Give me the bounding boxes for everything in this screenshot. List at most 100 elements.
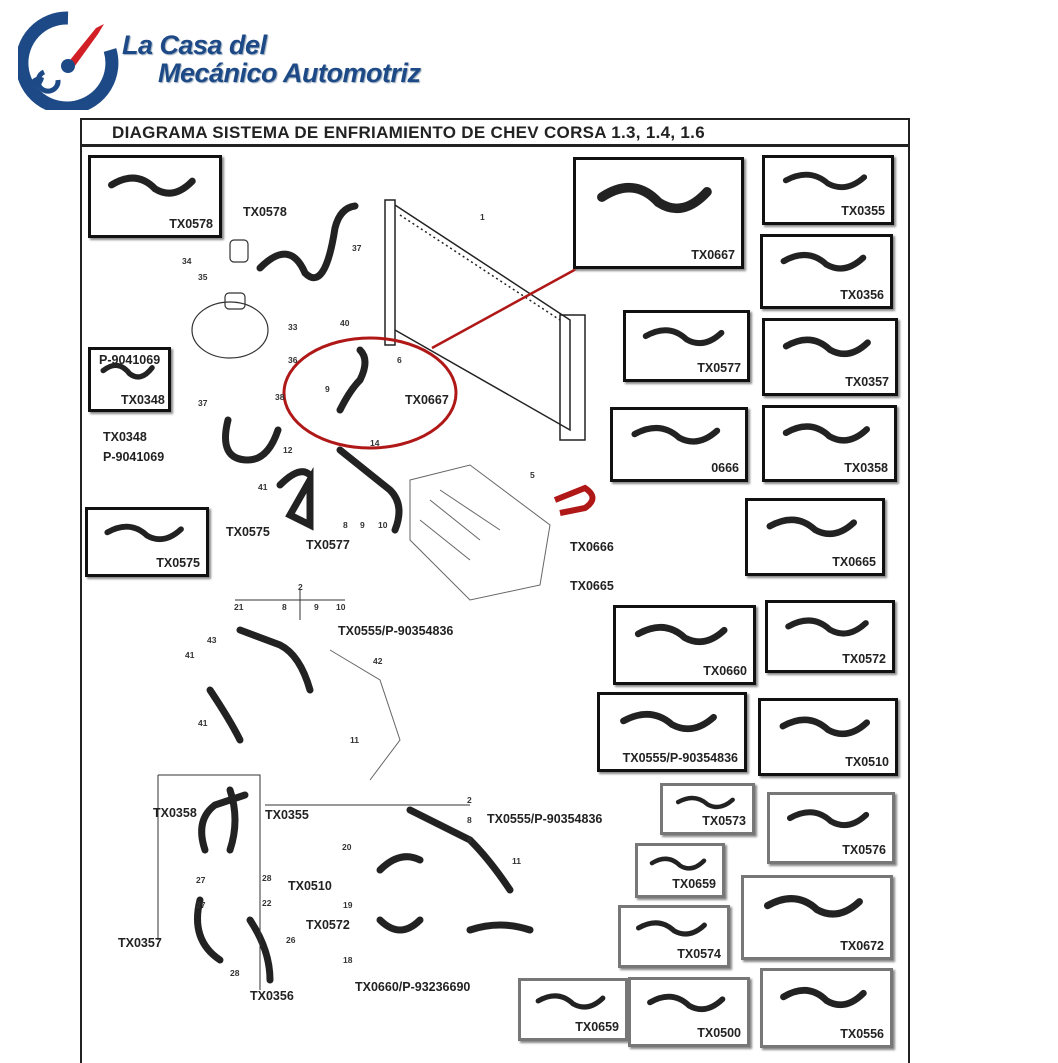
part-number-callout: 18: [343, 955, 353, 965]
diagram-callout-label: TX0510: [288, 879, 332, 893]
hose-icon: [764, 895, 863, 918]
part-number-callout: 41: [185, 650, 195, 660]
part-code-label: TX0659: [575, 1020, 619, 1034]
part-number-callout: 11: [350, 735, 359, 745]
hose-icon: [635, 920, 707, 937]
diagram-callout-label: TX0358: [153, 806, 197, 820]
part-code-label: TX0672: [840, 939, 884, 953]
part-number-callout: 9: [360, 520, 365, 530]
reservoir: [191, 239, 269, 359]
part-number-callout: 27: [196, 900, 206, 910]
hose-icon: [766, 516, 858, 538]
part-code-label: TX0577: [697, 361, 741, 375]
hose-icon: [535, 993, 606, 1010]
part-number-callout: 41: [258, 482, 268, 492]
part-thumbnail-box: TX0500: [628, 977, 750, 1047]
part-thumbnail-box: TX0510: [758, 698, 898, 776]
part-thumbnail-box: TX0356: [760, 234, 893, 309]
part-thumbnail-box: TX0358: [762, 405, 897, 482]
part-code-label: TX0357: [845, 375, 889, 389]
bracket-lines: [157, 590, 470, 990]
part-thumbnail-box: TX0667: [573, 157, 744, 269]
part-code-label: P-9041069: [99, 353, 161, 367]
part-thumbnail-box: 0666: [610, 407, 748, 482]
part-number-callout: 35: [198, 272, 208, 282]
part-number-callout: 28: [230, 968, 240, 978]
part-thumbnail-box: TX0357: [762, 318, 898, 396]
part-thumbnail-box: TX0672: [741, 875, 893, 960]
part-code-label: TX0355: [841, 204, 885, 218]
hoses: [194, 202, 534, 984]
part-number-callout: 42: [373, 656, 383, 666]
hose-icon: [631, 425, 721, 445]
hose-icon: [782, 423, 871, 444]
part-thumbnail-box: TX0660: [613, 605, 756, 685]
part-number-callout: 2: [298, 582, 303, 592]
highlight-ellipse: [282, 336, 458, 450]
hose-icon: [782, 336, 871, 358]
diagram-callout-label: TX0348: [103, 430, 147, 444]
part-number-callout: 40: [340, 318, 350, 328]
diagram-callout-label: TX0575: [226, 525, 270, 539]
hose-icon: [780, 252, 867, 272]
part-number-callout: 8: [282, 602, 287, 612]
hose-icon: [649, 856, 707, 871]
diagram-callout-label: TX0555/P-90354836: [487, 812, 603, 826]
part-code-label: TX0576: [842, 843, 886, 857]
part-number-callout: 12: [283, 445, 293, 455]
diagram-callout-label: TX0357: [118, 936, 162, 950]
part-code-label: TX0659: [672, 877, 716, 891]
diagram-callout-label: P-9041069: [103, 450, 165, 464]
part-number-callout: 34: [182, 256, 192, 266]
hose-icon: [634, 624, 728, 646]
part-number-callout: 36: [288, 355, 298, 365]
part-number-callout: 20: [342, 842, 352, 852]
part-code-label: TX0348: [121, 393, 165, 407]
diagram-callout-label: TX0660/P-93236690: [355, 980, 471, 994]
hose-icon: [108, 174, 196, 197]
part-code-label: TX0356: [840, 288, 884, 302]
part-number-callout: 1: [480, 212, 485, 222]
part-thumbnail-box: TX0355: [762, 155, 894, 225]
part-thumbnail-box: TX0578: [88, 155, 222, 238]
part-code-label: 0666: [711, 461, 739, 475]
part-number-callout: 38: [275, 392, 285, 402]
part-number-callout: 26: [286, 935, 296, 945]
logo: La Casa del Mecánico Automotriz: [15, 10, 438, 115]
diagram-callout-label: TX0667: [405, 393, 449, 407]
part-thumbnail-box: TX0659: [635, 843, 725, 898]
part-number-callout: 9: [325, 384, 330, 394]
part-number-callout: 2: [467, 795, 472, 805]
hose-icon: [100, 362, 155, 380]
part-code-label: TX0575: [156, 556, 200, 570]
highlight-connector: [431, 266, 579, 350]
part-thumbnail-box: TX0665: [745, 498, 885, 576]
part-number-callout: 41: [198, 718, 208, 728]
part-number-callout: 5: [530, 470, 535, 480]
part-thumbnail-box: TX0572: [765, 600, 895, 673]
radiator: [384, 199, 586, 441]
part-thumbnail-box: TX0576: [767, 792, 895, 864]
part-thumbnail-box: TX0575: [85, 507, 209, 577]
part-code-label: TX0660: [703, 664, 747, 678]
part-code-label: TX0665: [832, 555, 876, 569]
hose-icon: [786, 809, 870, 829]
diagram-callout-label: TX0666: [570, 540, 614, 554]
part-code-label: TX0556: [840, 1027, 884, 1041]
diagram-callout-label: TX0578: [243, 205, 287, 219]
part-thumbnail-box: TX0573: [660, 783, 755, 835]
hose-icon: [782, 171, 868, 191]
part-number-callout: 19: [343, 900, 353, 910]
diagram-callout-label: TX0355: [265, 808, 309, 822]
hose-icon: [647, 993, 726, 1013]
hose-icon: [779, 716, 871, 738]
part-thumbnail-box: TX0577: [623, 310, 750, 382]
hose-icon: [597, 182, 712, 214]
engine: [329, 464, 551, 781]
part-number-callout: 10: [336, 602, 346, 612]
diagram-callout-label: TX0572: [306, 918, 350, 932]
part-number-callout: 43: [207, 635, 217, 645]
part-number-callout: 14: [370, 438, 380, 448]
